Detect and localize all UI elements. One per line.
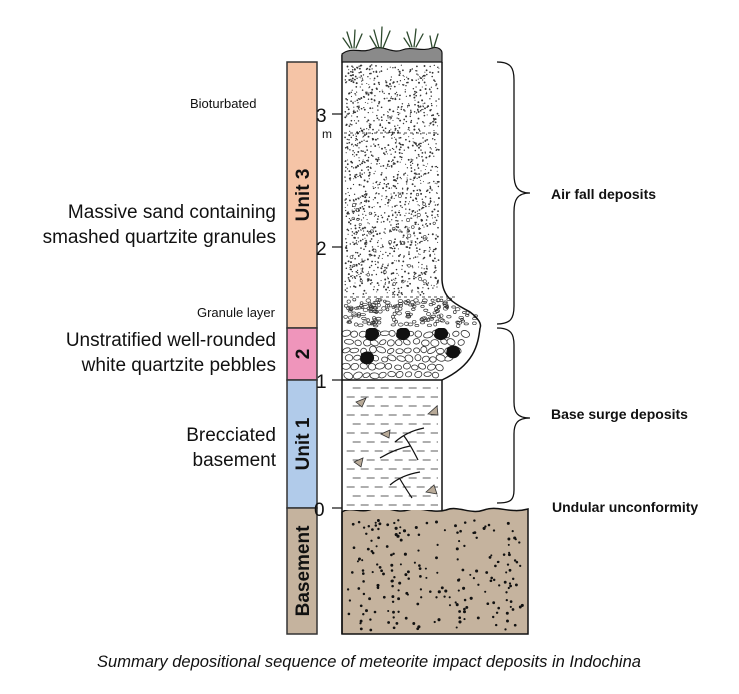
- undular-unconformity-label: Undular unconformity: [552, 499, 698, 515]
- topsoil-band: [341, 46, 443, 63]
- massive-sand-label-line2: smashed quartzite granules: [43, 227, 276, 248]
- unit-3-sand-dots: [344, 64, 440, 296]
- unit-3-right-edge: [441, 62, 482, 329]
- bioturbated-label: Bioturbated: [190, 96, 257, 111]
- pebbles-label-line1: Unstratified well-rounded: [66, 330, 276, 351]
- unit-1-label: Unit 1: [293, 417, 314, 470]
- unit-1-fractures: [379, 427, 425, 499]
- unit-1-clasts: [353, 397, 439, 495]
- basement-label: Basement: [293, 525, 314, 616]
- figure-caption: Summary depositional sequence of meteori…: [97, 653, 641, 671]
- unit-2-layer: [341, 327, 481, 381]
- unit-3-label: Unit 3: [293, 169, 314, 222]
- brecciated-label-line1: Brecciated: [186, 425, 276, 446]
- brecciated-label-line2: basement: [193, 450, 277, 471]
- basement-layer: [341, 506, 529, 635]
- unit-3-layer: [342, 62, 482, 329]
- air-fall-brace: [496, 61, 531, 325]
- tick-label-3: 3: [316, 106, 327, 127]
- tick-label-2: 2: [316, 239, 327, 260]
- air-fall-deposits-label: Air fall deposits: [551, 186, 656, 202]
- granule-layer-label: Granule layer: [197, 305, 276, 320]
- unit-2-right-edge: [441, 327, 481, 381]
- grass-tufts: [342, 26, 439, 49]
- tick-label-1: 1: [316, 372, 327, 393]
- unit-2-pebbles: [341, 329, 470, 380]
- tick-label-0: 0: [314, 500, 325, 521]
- massive-sand-label-line1: Massive sand containing: [68, 202, 276, 223]
- depth-unit-label: m: [322, 127, 332, 141]
- granule-layer: [343, 297, 478, 328]
- basement-box: [286, 507, 318, 635]
- right-braces: [496, 61, 531, 504]
- unit-1-fill: [342, 380, 442, 510]
- unit-3-box: [286, 61, 318, 329]
- unit-2-dark-pebbles: [360, 327, 461, 365]
- basement-dots: [346, 519, 524, 632]
- pebbles-label-line2: white quartzite pebbles: [81, 355, 276, 376]
- base-surge-deposits-label: Base surge deposits: [551, 406, 688, 422]
- unit-bar: Unit 3 2 Unit 1 Basement: [286, 61, 318, 635]
- base-surge-brace: [496, 327, 531, 504]
- unit-1-layer: [342, 380, 443, 511]
- unit-3-fill: [342, 62, 481, 328]
- top-soil: [341, 26, 443, 63]
- unit-2-label: 2: [293, 349, 314, 360]
